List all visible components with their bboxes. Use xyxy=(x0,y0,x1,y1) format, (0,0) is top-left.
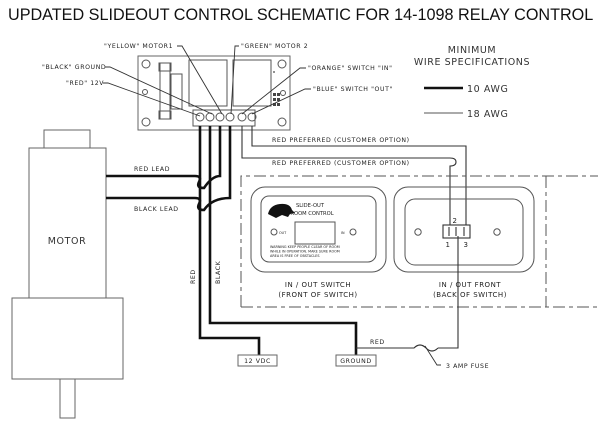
resistor-icon xyxy=(273,71,280,106)
terminal-label-red: "RED" 12V xyxy=(66,80,104,87)
black-wire-label: BLACK xyxy=(215,260,222,284)
switch-back-bezel xyxy=(393,186,535,273)
fuse-icon xyxy=(158,62,183,120)
fuse-red-wire xyxy=(356,344,439,352)
terminal-screw-icon xyxy=(225,112,235,122)
motor: MOTOR xyxy=(11,129,124,419)
leader-line xyxy=(241,67,306,115)
pin-1-label: 1 xyxy=(446,241,451,249)
warning-line-2: WHILE IN OPERATION. MAKE SURE ROOM xyxy=(270,250,340,254)
switch-enclosure-dashed xyxy=(240,175,598,307)
mount-hole-icon xyxy=(414,228,422,236)
leader-line xyxy=(103,82,201,117)
mount-hole-icon xyxy=(277,59,287,69)
motor-label: MOTOR xyxy=(48,236,87,247)
mount-hole-icon xyxy=(141,117,151,127)
in-label: IN xyxy=(341,231,345,235)
legend-item-18awg: 18 AWG xyxy=(467,109,508,120)
legend-heading-2: WIRE SPECIFICATIONS xyxy=(414,57,530,68)
red-preferred-label-1: RED PREFERRED (CUSTOMER OPTION) xyxy=(272,137,410,144)
red-lead-label: RED LEAD xyxy=(134,166,170,173)
terminal-label-black: "BLACK" GROUND xyxy=(42,64,106,71)
relay-board xyxy=(137,55,291,131)
leader-line xyxy=(251,88,311,115)
terminal-block xyxy=(192,109,256,127)
warning-line-1: WARNING KEEP PEOPLE CLEAR OF ROOM xyxy=(270,245,340,249)
terminal-screw-icon xyxy=(215,112,225,122)
wire-spec-legend: MINIMUM WIRE SPECIFICATIONS 10 AWG 18 AW… xyxy=(414,45,530,120)
mount-hole-icon xyxy=(493,228,501,236)
terminal-screw-icon xyxy=(195,112,205,122)
switch-back-plate xyxy=(404,198,524,266)
motor-shaft xyxy=(59,378,76,419)
switch-front-bezel xyxy=(250,186,387,273)
switch-back-caption-2: (BACK OF SWITCH) xyxy=(433,291,507,299)
red-12v-wire xyxy=(198,126,261,356)
relay-1 xyxy=(188,59,228,107)
switch-back: 2 1 3 IN / OUT FRONT (BACK OF SWITCH) xyxy=(393,186,535,299)
motor-gearbox xyxy=(11,297,124,380)
switch-front-plate xyxy=(260,195,377,263)
terminal-screw-icon xyxy=(237,112,247,122)
ground-label: GROUND xyxy=(340,358,372,365)
pin-2-label: 2 xyxy=(453,217,458,225)
switch-title-1: SLIDE-OUT xyxy=(296,203,325,209)
warning-line-3: AREA IS FREE OF OBSTACLES xyxy=(270,254,320,258)
diagram-title: UPDATED SLIDEOUT CONTROL SCHEMATIC FOR 1… xyxy=(8,6,593,24)
black-ground-wire xyxy=(208,126,358,356)
mount-hole-icon xyxy=(277,117,287,127)
pin-3-label: 3 xyxy=(464,241,469,249)
mount-hole-icon xyxy=(142,89,148,95)
switch-front-caption-1: IN / OUT SWITCH xyxy=(285,281,351,289)
terminal-label-green: "GREEN" MOTOR 2 xyxy=(241,43,308,50)
terminal-label-orange: "ORANGE" SWITCH "IN" xyxy=(308,65,393,72)
orange-switch-wire xyxy=(241,126,457,225)
12vdc-label: 12 VDC xyxy=(244,358,271,365)
switch-common-wire xyxy=(438,236,459,349)
fuse-leader xyxy=(424,345,441,366)
terminal-screw-icon xyxy=(247,112,257,122)
fuse-wire-red-label: RED xyxy=(370,339,385,346)
switch-terminals xyxy=(442,224,471,239)
blue-switch-wire xyxy=(251,126,467,225)
legend-heading-1: MINIMUM xyxy=(448,45,496,56)
leader-line xyxy=(177,45,223,115)
motor-cap xyxy=(43,129,91,151)
red-lead-wire xyxy=(106,126,222,190)
motor-body xyxy=(28,147,107,301)
mount-hole-icon xyxy=(141,59,151,69)
out-indicator-icon xyxy=(270,228,278,236)
legend-item-10awg: 10 AWG xyxy=(467,84,508,95)
rocker-switch xyxy=(294,221,336,245)
ground-terminal xyxy=(335,354,377,367)
red-preferred-label-2: RED PREFERRED (CUSTOMER OPTION) xyxy=(272,160,410,167)
terminal-label-blue: "BLUE" SWITCH "OUT" xyxy=(313,86,393,93)
terminal-label-yellow: "YELLOW" MOTOR1 xyxy=(104,43,173,50)
switch-title-2: ROOM CONTROL xyxy=(290,211,333,217)
switch-back-caption-1: IN / OUT FRONT xyxy=(439,281,501,289)
12vdc-terminal xyxy=(237,354,278,367)
leader-line xyxy=(105,66,213,115)
leader-line xyxy=(230,45,239,115)
in-indicator-icon xyxy=(349,228,357,236)
mount-hole-icon xyxy=(280,90,286,96)
out-label: OUT xyxy=(279,231,287,235)
switch-front-caption-2: (FRONT OF SWITCH) xyxy=(278,291,357,299)
red-wire-label: RED xyxy=(190,269,197,284)
switch-front: SLIDE-OUT ROOM CONTROL OUT IN WARNING KE… xyxy=(250,186,387,299)
black-lead-label: BLACK LEAD xyxy=(134,206,179,213)
fuse-label: 3 AMP FUSE xyxy=(446,363,489,370)
slideout-logo-icon xyxy=(268,203,295,218)
